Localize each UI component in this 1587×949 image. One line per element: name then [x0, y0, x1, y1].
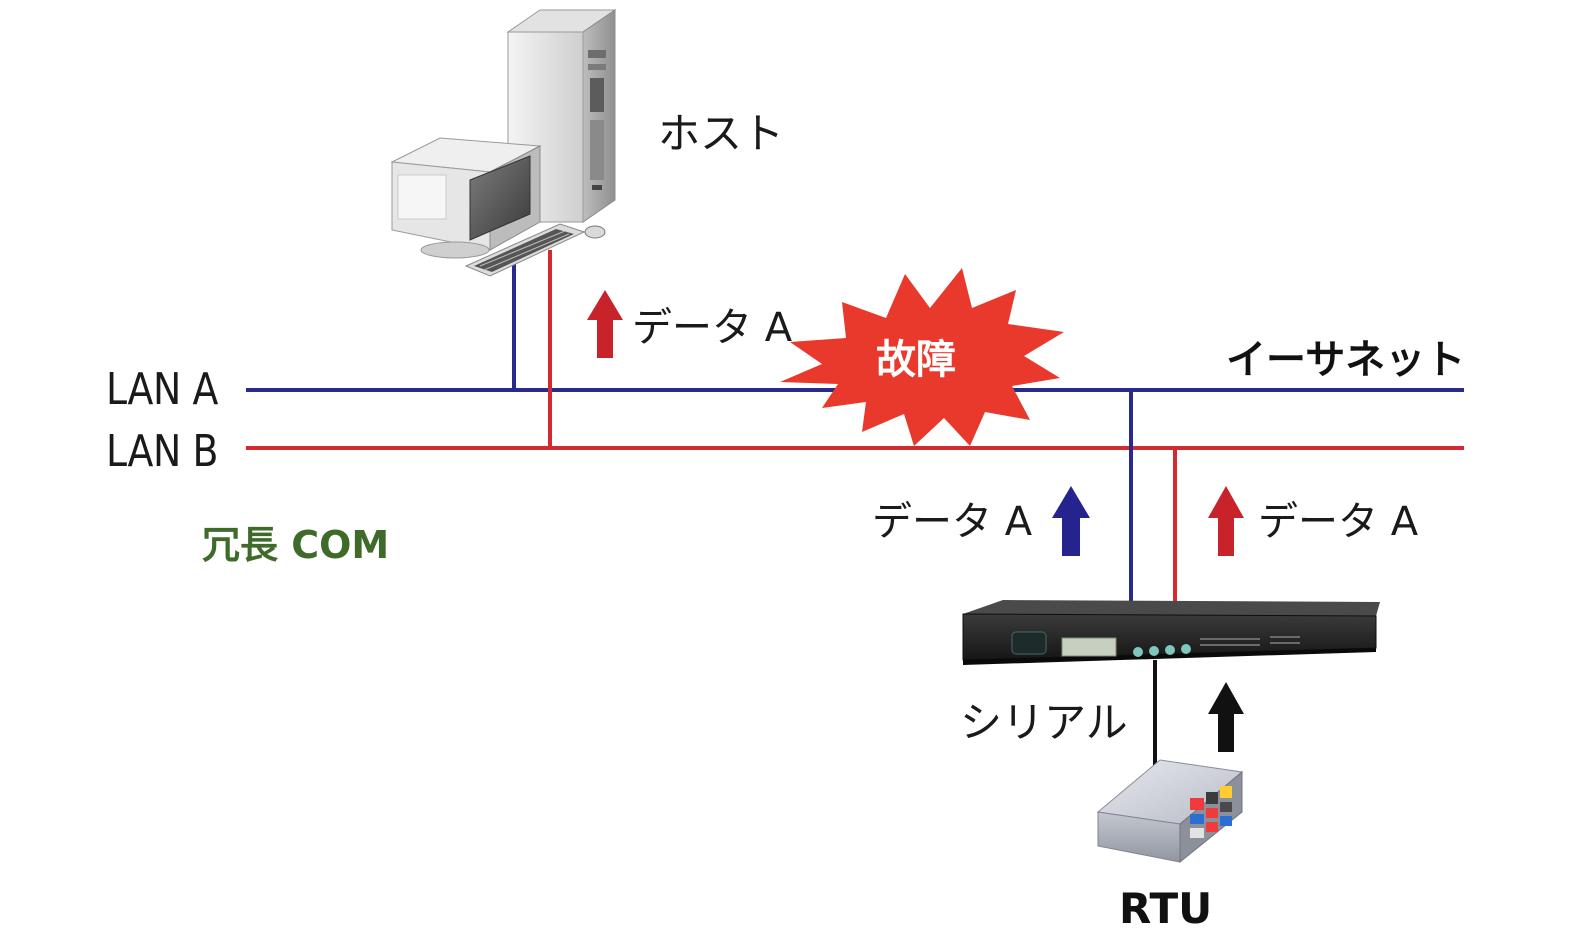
data-label-right: データ A: [1258, 499, 1419, 545]
ethernet-label: イーサネット: [1226, 337, 1466, 383]
host-label: ホスト: [658, 109, 785, 158]
arrow-up-red-lan-b: [1208, 486, 1244, 556]
serial-device-server-icon: [962, 600, 1380, 665]
redundant-com-label: 冗長 COM: [202, 523, 390, 567]
data-label-top: データ A: [632, 305, 793, 351]
lan-a-label: LAN A: [106, 364, 218, 415]
failure-label: 故障: [876, 337, 956, 383]
arrow-up-blue-lan-a: [1052, 486, 1090, 556]
lan-b-label: LAN B: [106, 426, 218, 477]
arrow-up-red-host: [587, 290, 623, 358]
serial-label: シリアル: [960, 698, 1128, 747]
failure-burst: [780, 268, 1064, 446]
desktop-computer-icon: [390, 9, 617, 277]
arrow-up-black-serial: [1208, 682, 1244, 752]
rtu-label: RTU: [1119, 884, 1213, 933]
rtu-device-icon: [1096, 759, 1244, 864]
data-label-left: データ A: [872, 499, 1033, 545]
